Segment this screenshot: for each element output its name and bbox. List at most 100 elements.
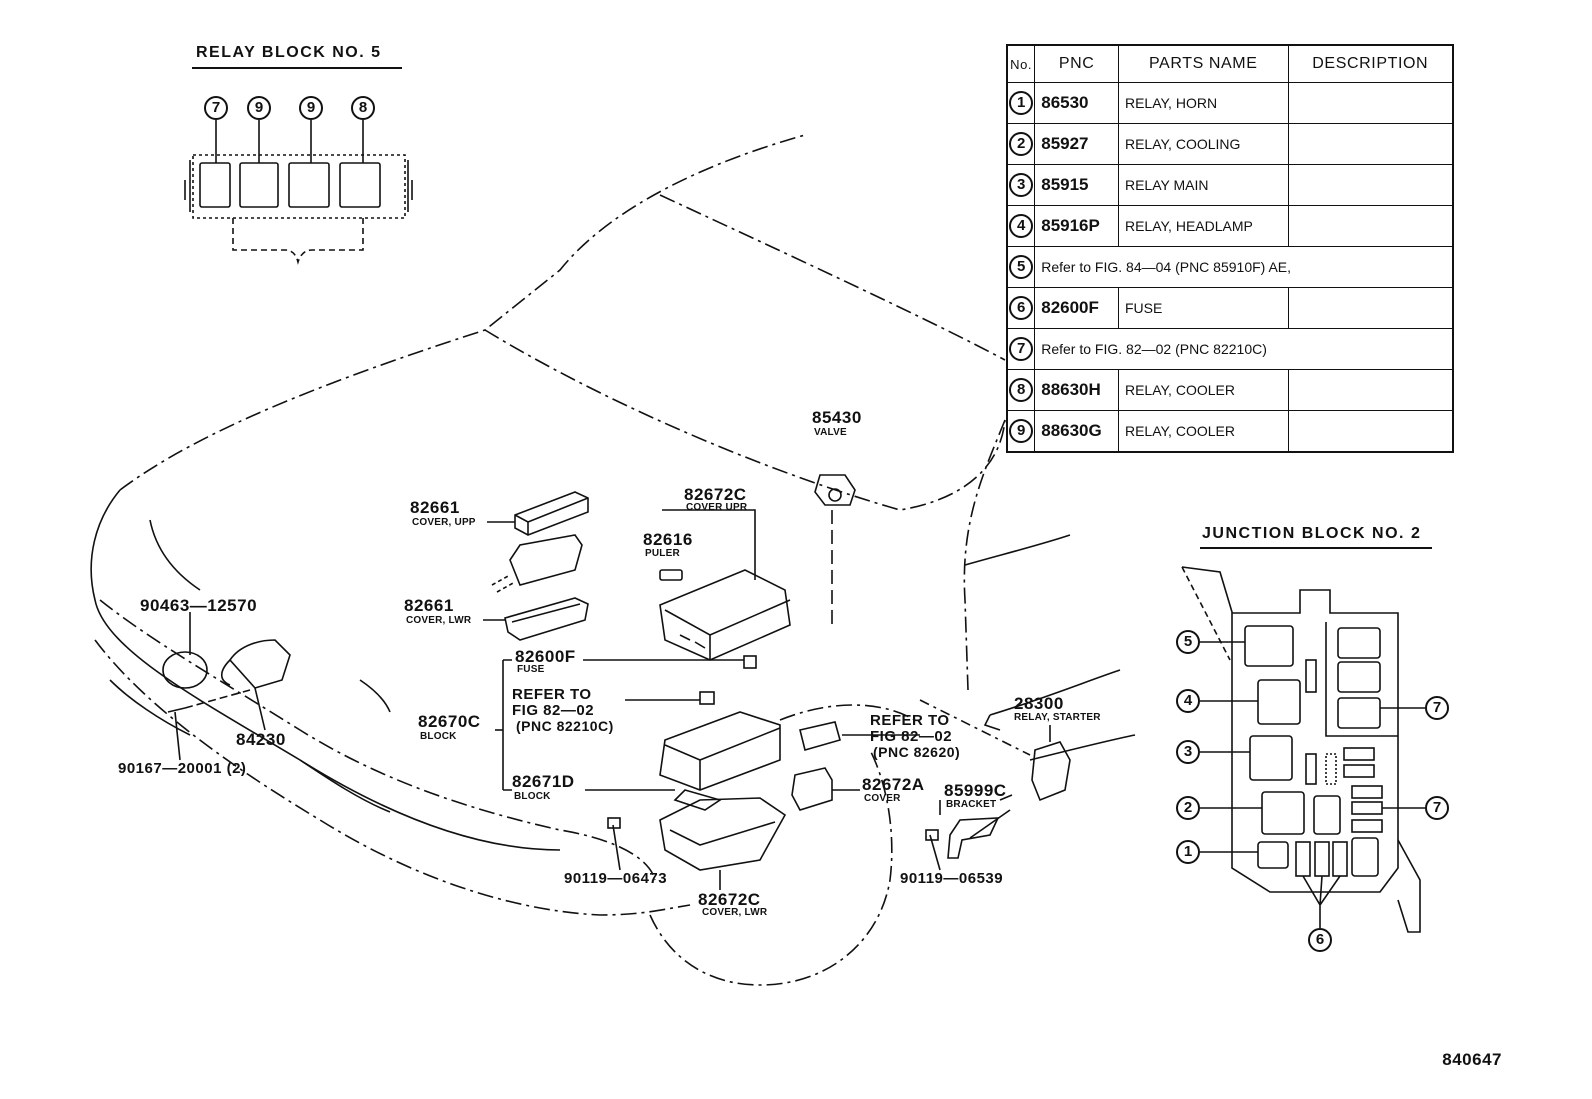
relay-block-callout-4: 8 — [351, 96, 375, 120]
row-pnc: 88630G — [1034, 410, 1119, 453]
label-82672a-desc: COVER — [864, 793, 901, 804]
label-82672c-upr-desc: COVER UPR — [686, 502, 748, 513]
row-number: 7 — [1009, 337, 1034, 361]
label-90119-06539: 90119—06539 — [900, 870, 1004, 887]
label-refer-1-line3: (PNC 82210C) — [516, 718, 614, 734]
label-refer-2-line2: FIG 82—02 — [870, 728, 953, 745]
header-description: DESCRIPTION — [1287, 44, 1454, 83]
label-82672c-upr: 82672C — [684, 485, 747, 504]
label-82671d-desc: BLOCK — [514, 791, 551, 802]
row-description — [1287, 164, 1454, 206]
part-shapes — [162, 474, 1071, 890]
junction-callout-4: 4 — [1176, 689, 1200, 713]
row-number: 9 — [1009, 419, 1034, 443]
junction-callout-6: 6 — [1308, 928, 1332, 952]
table-row: 2 85927 RELAY, COOLING — [1006, 123, 1454, 165]
row-pnc: 85927 — [1034, 123, 1119, 165]
row-reference-note: Refer to FIG. 82—02 (PNC 82210C) — [1034, 328, 1454, 370]
label-82672a: 82672A — [862, 775, 925, 794]
header-parts-name: PARTS NAME — [1117, 44, 1289, 83]
row-parts-name: RELAY, COOLING — [1117, 123, 1289, 165]
label-28300: 28300 — [1014, 694, 1064, 713]
row-pnc: 85915 — [1034, 164, 1119, 206]
row-pnc: 88630H — [1034, 369, 1119, 411]
row-parts-name: RELAY, HORN — [1117, 82, 1289, 124]
junction-block-title: JUNCTION BLOCK NO. 2 — [1202, 525, 1422, 542]
label-90167: 90167—20001 (2) — [118, 760, 247, 777]
label-refer-2-line3: (PNC 82620) — [873, 744, 961, 760]
row-pnc: 86530 — [1034, 82, 1119, 124]
label-82672c-lwr: 82672C — [698, 890, 761, 909]
junction-callout-1: 1 — [1176, 840, 1200, 864]
relay-block-callout-2: 9 — [247, 96, 271, 120]
label-85999c: 85999C — [944, 781, 1007, 800]
row-reference-note: Refer to FIG. 84—04 (PNC 85910F) AE, — [1034, 246, 1454, 288]
row-parts-name: RELAY MAIN — [1117, 164, 1289, 206]
row-pnc: 82600F — [1034, 287, 1119, 329]
label-28300-desc: RELAY, STARTER — [1014, 712, 1101, 723]
row-number: 6 — [1009, 296, 1034, 320]
label-82661-upp-desc: COVER, UPP — [412, 517, 476, 528]
label-82600f: 82600F — [515, 647, 576, 666]
junction-callout-3: 3 — [1176, 740, 1200, 764]
row-parts-name: FUSE — [1117, 287, 1289, 329]
parts-table: No. PNC PARTS NAME DESCRIPTION 1 86530 R… — [1006, 44, 1454, 453]
label-82600f-desc: FUSE — [517, 664, 545, 675]
row-description — [1287, 287, 1454, 329]
label-85999c-desc: BRACKET — [946, 799, 997, 810]
table-row: 4 85916P RELAY, HEADLAMP — [1006, 205, 1454, 247]
junction-callout-7a: 7 — [1425, 696, 1449, 720]
junction-callout-5: 5 — [1176, 630, 1200, 654]
row-number: 5 — [1009, 255, 1034, 279]
label-82670c-desc: BLOCK — [420, 731, 457, 742]
document-number: 840647 — [1442, 1050, 1502, 1069]
label-90119-06473: 90119—06473 — [564, 870, 668, 887]
table-row: 1 86530 RELAY, HORN — [1006, 82, 1454, 124]
label-refer-1-line2: FIG 82—02 — [512, 702, 595, 719]
row-number: 2 — [1009, 132, 1034, 156]
header-no: No. — [1006, 44, 1036, 83]
table-row: 9 88630G RELAY, COOLER — [1006, 410, 1454, 453]
label-82661-upp: 82661 — [410, 498, 460, 517]
label-82671d: 82671D — [512, 772, 575, 791]
junction-callout-7b: 7 — [1425, 796, 1449, 820]
table-row: 5 Refer to FIG. 84—04 (PNC 85910F) AE, — [1006, 246, 1454, 288]
row-description — [1287, 82, 1454, 124]
relay-block-callout-3: 9 — [299, 96, 323, 120]
row-number: 4 — [1009, 214, 1034, 238]
table-row: 6 82600F FUSE — [1006, 287, 1454, 329]
label-82661-lwr-desc: COVER, LWR — [406, 615, 472, 626]
junction-callout-2: 2 — [1176, 796, 1200, 820]
label-84230: 84230 — [236, 730, 286, 749]
junction-block-2-drawing — [1181, 547, 1432, 933]
row-pnc: 85916P — [1034, 205, 1119, 247]
row-parts-name: RELAY, HEADLAMP — [1117, 205, 1289, 247]
label-85430-desc: VALVE — [814, 427, 847, 438]
label-82672c-lwr-desc: COVER, LWR — [702, 907, 768, 918]
row-parts-name: RELAY, COOLER — [1117, 410, 1289, 453]
row-parts-name: RELAY, COOLER — [1117, 369, 1289, 411]
row-number: 3 — [1009, 173, 1034, 197]
table-row: 3 85915 RELAY MAIN — [1006, 164, 1454, 206]
table-row: 7 Refer to FIG. 82—02 (PNC 82210C) — [1006, 328, 1454, 370]
row-number: 8 — [1009, 378, 1034, 402]
row-description — [1287, 369, 1454, 411]
relay-block-5-drawing — [184, 120, 413, 265]
label-82661-lwr: 82661 — [404, 596, 454, 615]
hood-outline — [119, 134, 806, 491]
label-82616: 82616 — [643, 530, 693, 549]
fender-outline — [90, 489, 561, 851]
relay-block-title: RELAY BLOCK NO. 5 — [196, 44, 382, 61]
row-description — [1287, 205, 1454, 247]
label-refer-1-line1: REFER TO — [512, 686, 592, 703]
table-row: 8 88630H RELAY, COOLER — [1006, 369, 1454, 411]
header-pnc: PNC — [1034, 44, 1119, 83]
row-description — [1287, 410, 1454, 453]
relay-block-callout-1: 7 — [204, 96, 228, 120]
row-description — [1287, 123, 1454, 165]
label-82670c: 82670C — [418, 712, 481, 731]
label-85430: 85430 — [812, 408, 862, 427]
label-refer-2-line1: REFER TO — [870, 712, 950, 729]
table-header-row: No. PNC PARTS NAME DESCRIPTION — [1006, 44, 1454, 83]
